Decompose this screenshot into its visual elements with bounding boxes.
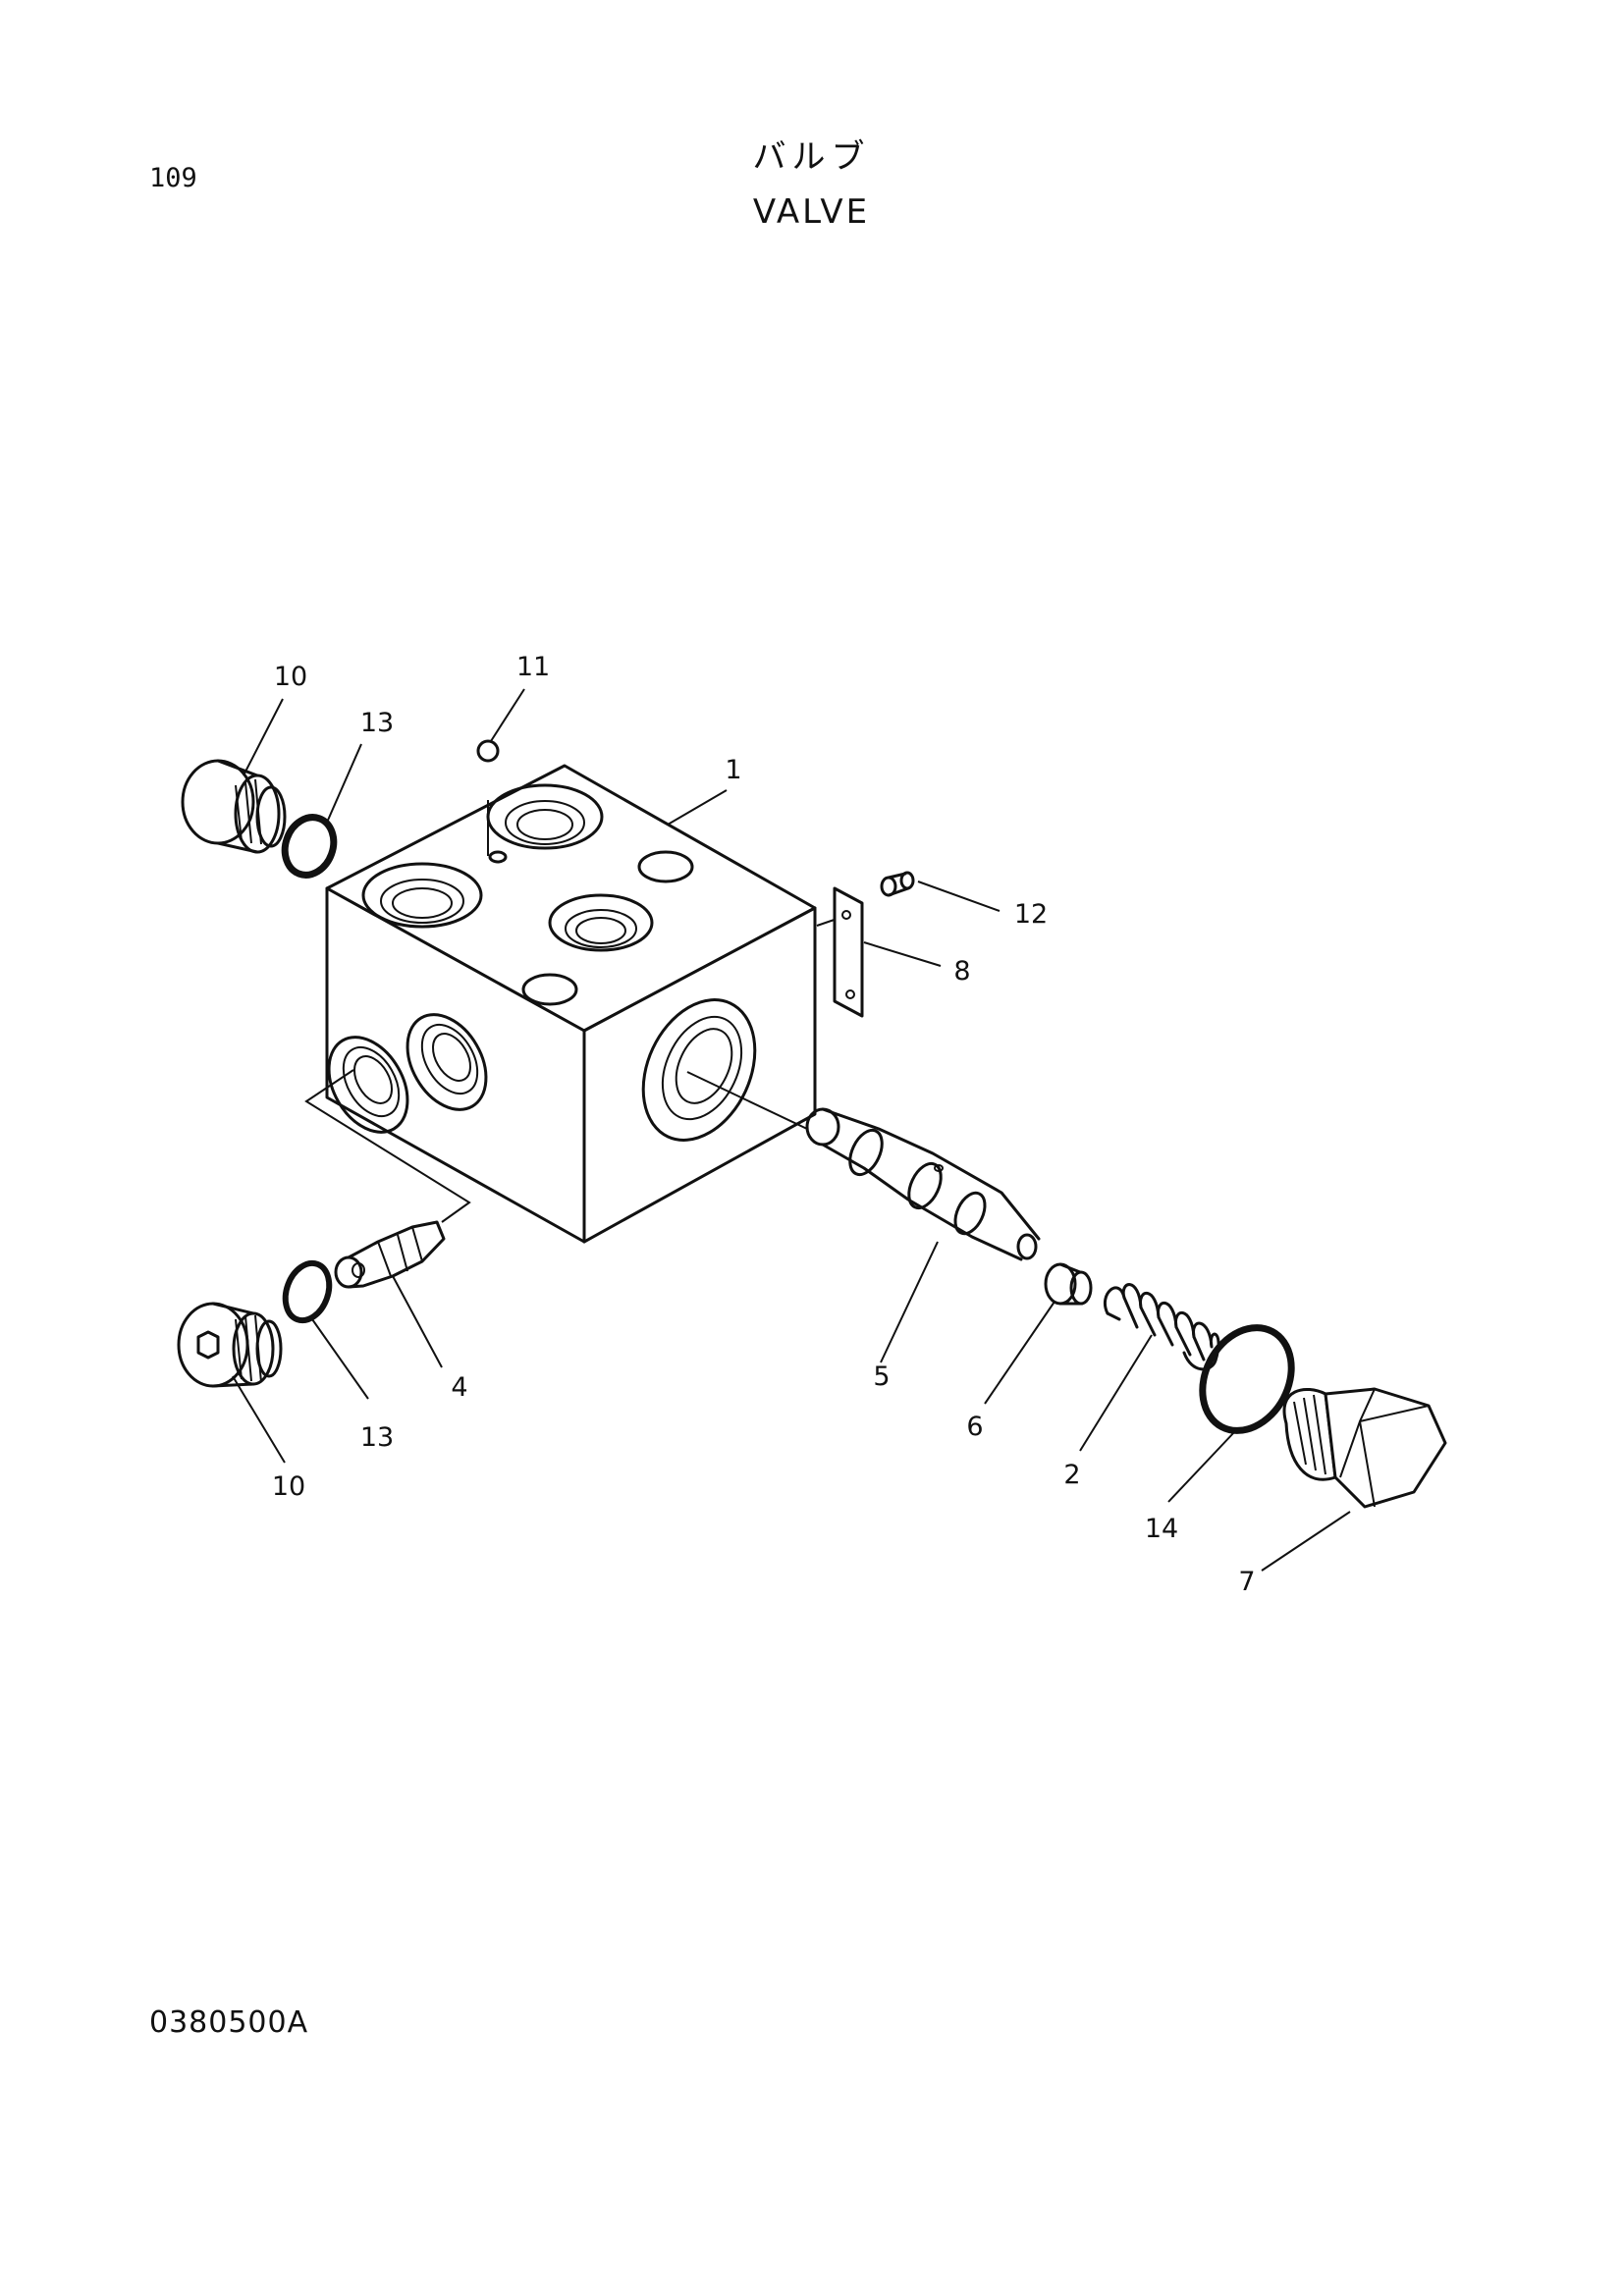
hex-plug-7 <box>1282 1387 1447 1509</box>
plug-10-lower <box>177 1302 283 1388</box>
callout-12: 12 <box>1014 899 1048 930</box>
orifice-hole <box>488 850 508 864</box>
top-port-center <box>548 893 654 952</box>
callout-14: 14 <box>1145 1514 1178 1544</box>
drive-screw-12 <box>880 871 915 897</box>
callout-1: 1 <box>725 755 741 785</box>
spool-5 <box>805 1107 1041 1261</box>
top-plugged-hole <box>521 973 578 1006</box>
left-face-port <box>406 1013 488 1111</box>
title-japanese: バルブ <box>752 137 871 177</box>
ball-11 <box>476 739 500 763</box>
callout-10-lower: 10 <box>272 1471 305 1502</box>
callout-13-lower: 13 <box>360 1422 394 1453</box>
plug-10-upper <box>181 759 287 854</box>
callout-labels: 10 13 11 1 12 8 4 13 10 5 6 2 14 7 <box>272 652 1256 1597</box>
callout-4: 4 <box>451 1372 467 1403</box>
left-face-port <box>327 1036 409 1134</box>
seat-6 <box>1044 1262 1093 1306</box>
o-ring-14 <box>1199 1324 1295 1434</box>
leader-lines <box>232 688 1351 1572</box>
o-ring-13-lower <box>282 1259 333 1324</box>
page-number: 109 <box>149 163 197 193</box>
callout-10-upper: 10 <box>274 662 307 692</box>
valve-body-right-face <box>582 906 817 1244</box>
top-port-left <box>361 862 483 929</box>
callout-7: 7 <box>1238 1567 1255 1597</box>
title-english: VALVE <box>752 192 871 232</box>
right-face-port <box>641 998 757 1142</box>
callout-13-upper: 13 <box>360 708 394 738</box>
spring-2 <box>1104 1283 1220 1371</box>
callout-8: 8 <box>953 956 970 987</box>
callout-2: 2 <box>1063 1460 1080 1490</box>
top-plugged-hole <box>637 850 694 883</box>
insertion-guide-line <box>304 1069 471 1223</box>
drawing-code: 0380500A <box>149 2005 309 2040</box>
callout-5: 5 <box>873 1362 890 1392</box>
valve-body <box>325 764 817 1244</box>
o-ring-13-upper <box>281 814 338 879</box>
nameplate-8 <box>833 886 864 1018</box>
callout-6: 6 <box>966 1412 983 1442</box>
poppet-4 <box>334 1220 446 1289</box>
callout-11: 11 <box>516 652 550 682</box>
insertion-guide-line <box>686 1071 808 1130</box>
